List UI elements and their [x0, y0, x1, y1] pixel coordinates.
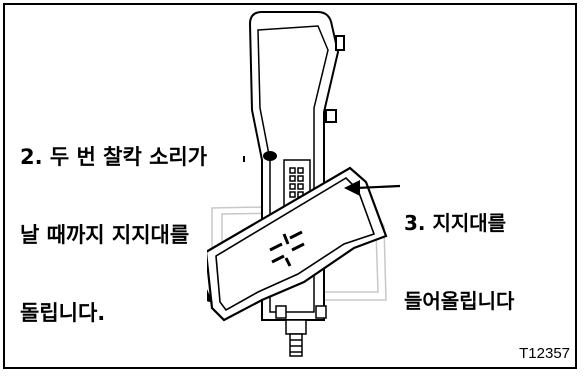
step2-line1: 2. 두 번 찰칵 소리가 [20, 145, 208, 169]
step3-instruction: 3. 지지대를 들어올립니다 [404, 158, 521, 342]
step2-line2: 날 때까지 지지대를 [20, 223, 190, 247]
step3-line2: 들어올립니다 [404, 289, 515, 313]
step2-line3: 돌립니다. [20, 301, 106, 325]
lift-arrow-line [355, 184, 401, 190]
lift-arrowhead [344, 180, 360, 196]
step3-line1: 3. 지지대를 [404, 211, 507, 235]
figure-id: T12357 [519, 345, 570, 362]
support-center-mark [269, 230, 305, 267]
release-pin [263, 151, 277, 161]
base-parts [275, 305, 327, 357]
step2-instruction: 2. 두 번 찰칵 소리가 날 때까지 지지대를 돌립니다. [20, 92, 208, 352]
